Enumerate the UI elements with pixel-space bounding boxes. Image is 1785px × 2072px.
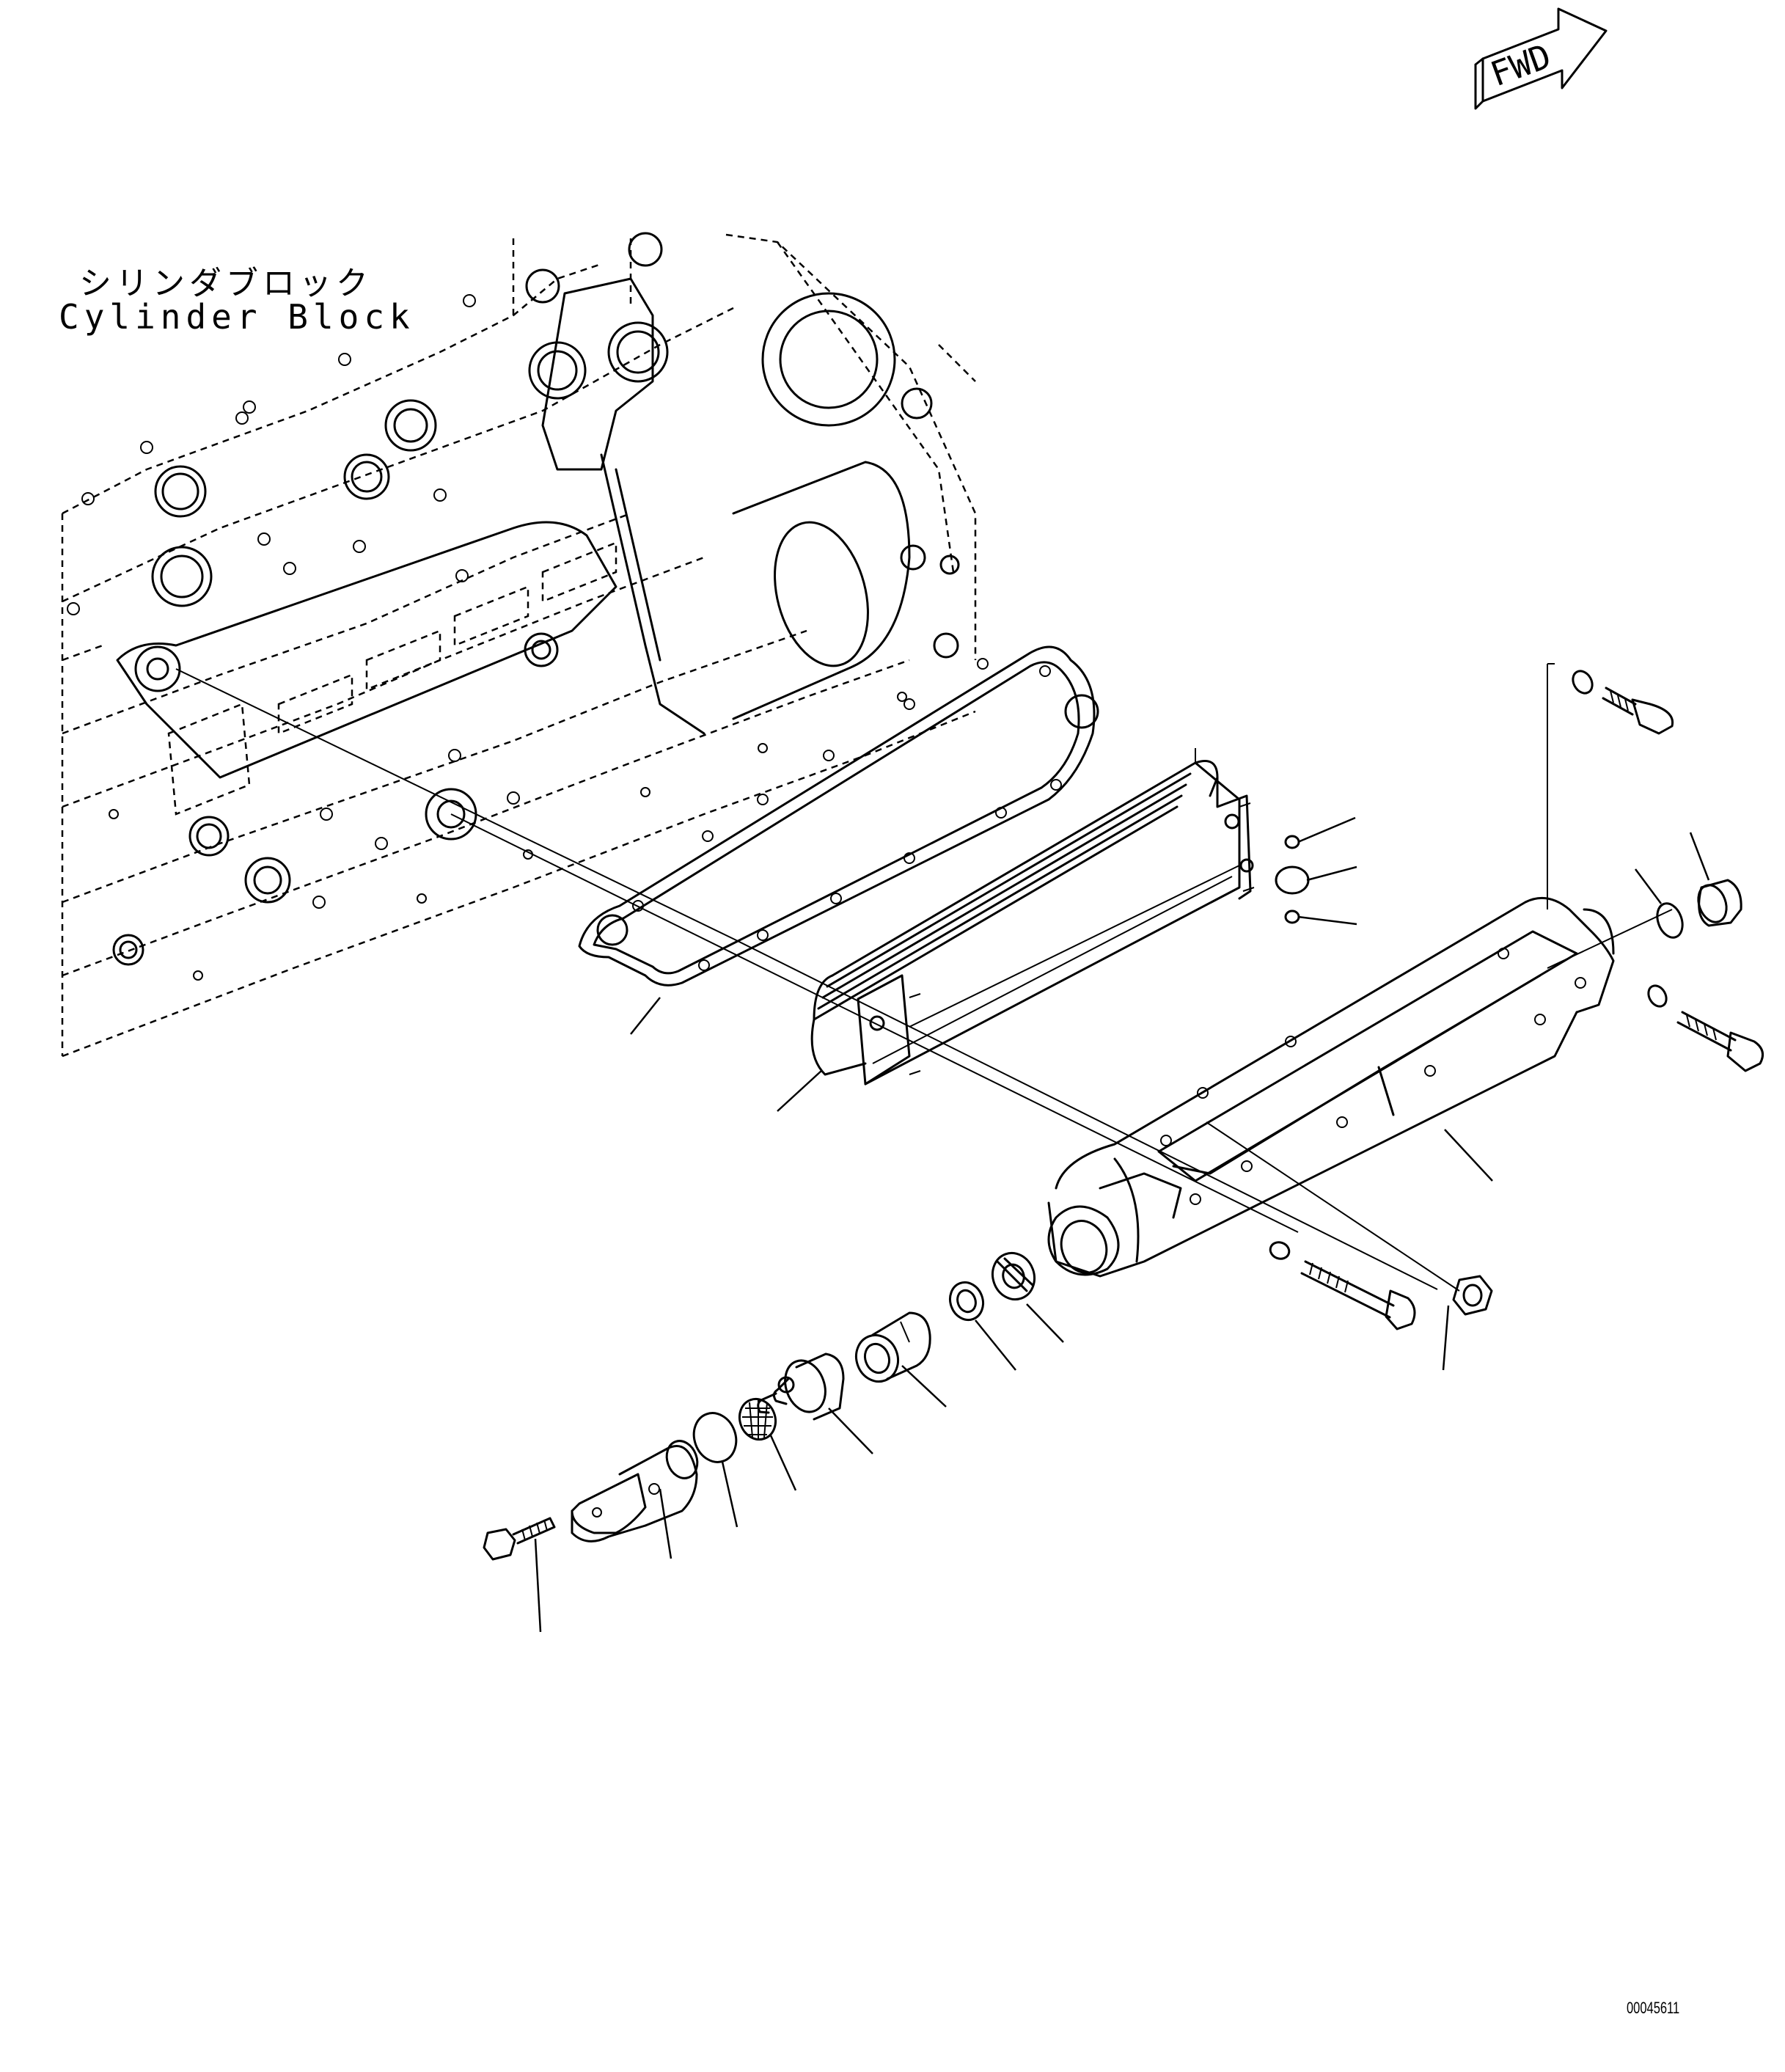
bolt-lower-right xyxy=(1647,984,1764,1072)
valve-sleeve xyxy=(855,1311,931,1383)
cylinder-block xyxy=(61,232,977,1058)
plug xyxy=(1656,879,1742,939)
valve-cap xyxy=(571,1440,699,1542)
filter-screen xyxy=(738,1397,777,1441)
o-ring xyxy=(692,1412,738,1463)
fwd-arrow-icon: FWD xyxy=(1474,7,1608,110)
retaining-ring xyxy=(948,1281,985,1322)
bolt-bottom xyxy=(1269,1241,1416,1330)
o-rings-core xyxy=(1275,835,1310,924)
center-lines xyxy=(175,663,1673,1292)
flange-nut xyxy=(1452,1275,1493,1316)
cylinder-block-label-en: Cylinder Block xyxy=(59,297,415,337)
leader-lines xyxy=(534,816,1710,1633)
oil-cooler-cover xyxy=(1047,896,1615,1278)
flange-bolt-bottom xyxy=(483,1517,556,1561)
fwd-label: FWD xyxy=(1485,36,1556,94)
oil-cooler-element xyxy=(810,748,1255,1086)
bolt-upper-right xyxy=(1572,670,1674,735)
gasket xyxy=(578,645,1099,986)
regulator-seat xyxy=(992,1251,1036,1301)
drawing-number: 00045611 xyxy=(1627,1999,1680,2017)
cylinder-block-label-ja: シリンダブロック xyxy=(79,265,373,302)
